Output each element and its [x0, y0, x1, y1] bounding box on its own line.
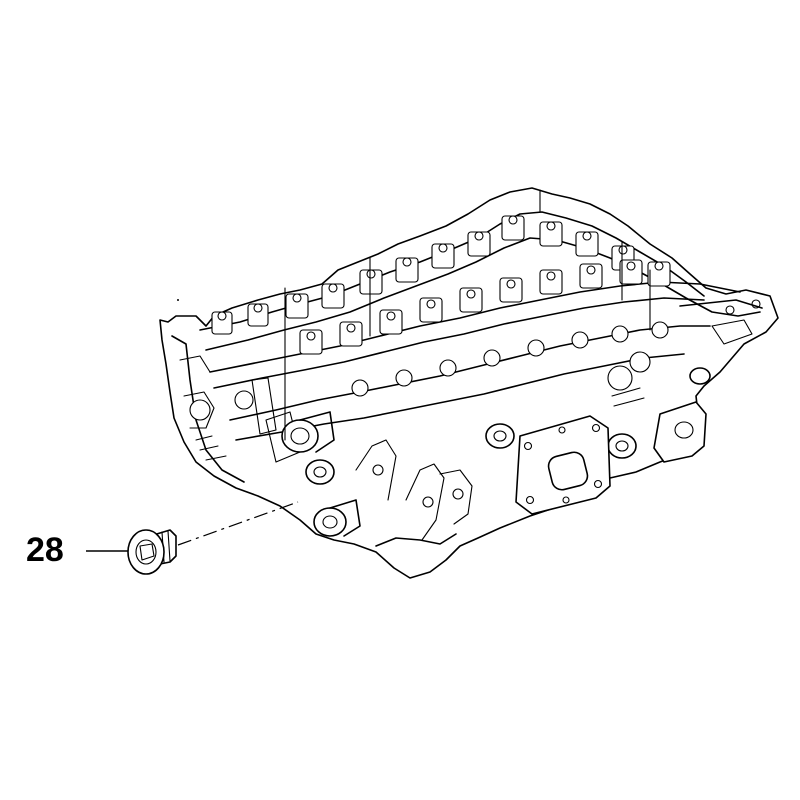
stray-dot	[177, 299, 179, 301]
mounting-pad	[515, 415, 611, 515]
rail-bosses	[351, 321, 669, 397]
cam-towers	[211, 215, 671, 355]
callout-label-28: 28	[26, 531, 64, 569]
front-bosses	[281, 367, 711, 537]
cylinder-head	[159, 187, 779, 579]
plug	[127, 529, 177, 575]
shading	[195, 387, 645, 461]
explode-line	[177, 501, 299, 546]
bolt-holes	[217, 215, 761, 341]
